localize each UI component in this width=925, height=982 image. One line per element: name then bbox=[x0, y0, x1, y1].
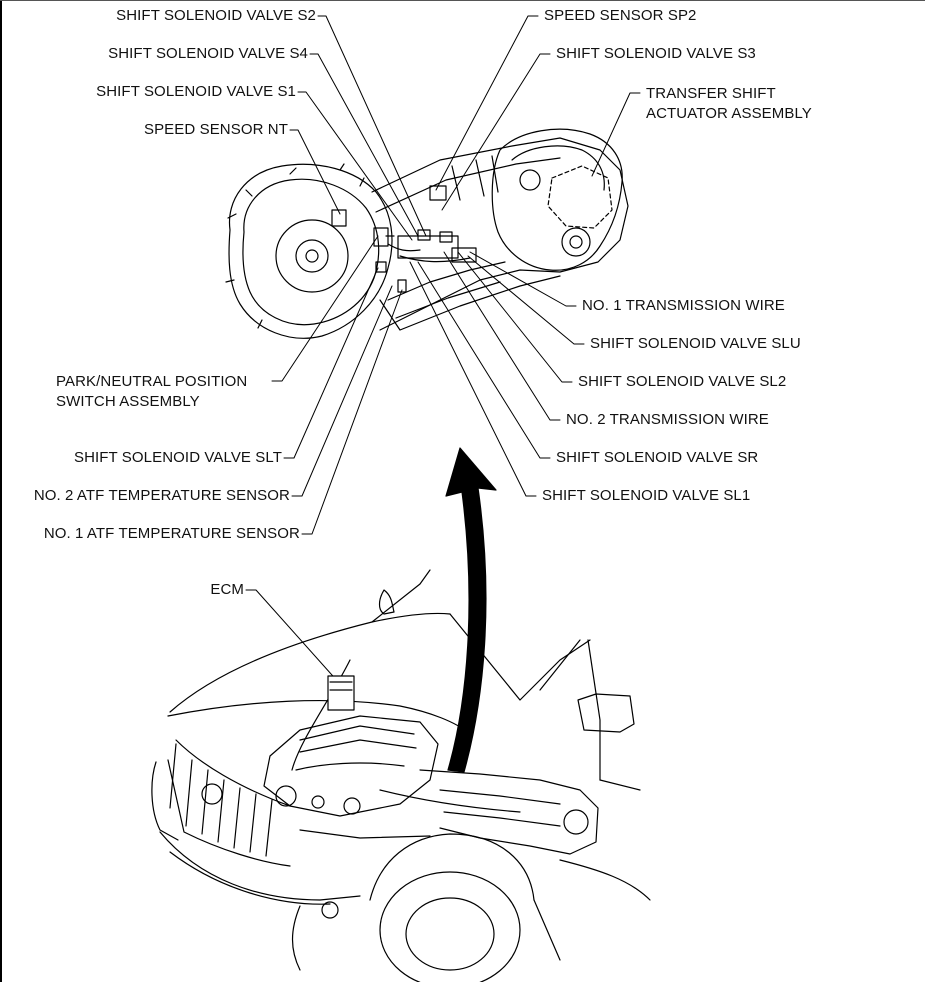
arrow bbox=[445, 447, 497, 773]
label-shift-solenoid-valve-slu: SHIFT SOLENOID VALVE SLU bbox=[590, 335, 801, 352]
label-transfer-shift-actuator-assembly: TRANSFER SHIFT ACTUATOR ASSEMBLY bbox=[646, 84, 812, 124]
left-border bbox=[0, 0, 2, 982]
label-shift-solenoid-valve-s2: SHIFT SOLENOID VALVE S2 bbox=[116, 7, 316, 24]
label-speed-sensor-nt: SPEED SENSOR NT bbox=[143, 121, 288, 138]
leader-lines bbox=[245, 15, 641, 685]
transmission-assembly-drawing bbox=[225, 128, 629, 339]
top-border bbox=[0, 0, 925, 1]
vehicle-drawing bbox=[151, 569, 651, 982]
label-shift-solenoid-valve-sr: SHIFT SOLENOID VALVE SR bbox=[556, 449, 759, 466]
label-ecm: ECM bbox=[210, 581, 244, 598]
label-shift-solenoid-valve-s3: SHIFT SOLENOID VALVE S3 bbox=[556, 45, 756, 62]
label-shift-solenoid-valve-sl1: SHIFT SOLENOID VALVE SL1 bbox=[542, 487, 751, 504]
label-no2-atf-temperature-sensor: NO. 2 ATF TEMPERATURE SENSOR bbox=[33, 487, 290, 504]
label-shift-solenoid-valve-sl2: SHIFT SOLENOID VALVE SL2 bbox=[578, 373, 787, 390]
label-transfer-shift-line1: TRANSFER SHIFT bbox=[646, 85, 776, 102]
label-shift-solenoid-valve-s1: SHIFT SOLENOID VALVE S1 bbox=[96, 83, 296, 100]
label-speed-sensor-sp2: SPEED SENSOR SP2 bbox=[544, 7, 697, 24]
label-park-neutral-line2: SWITCH ASSEMBLY bbox=[56, 393, 200, 410]
label-transfer-shift-line2: ACTUATOR ASSEMBLY bbox=[646, 105, 812, 122]
label-park-neutral-line1: PARK/NEUTRAL POSITION bbox=[56, 373, 248, 390]
label-no2-transmission-wire: NO. 2 TRANSMISSION WIRE bbox=[566, 411, 769, 428]
label-park-neutral-position-switch: PARK/NEUTRAL POSITION SWITCH ASSEMBLY bbox=[56, 372, 247, 412]
label-shift-solenoid-valve-s4: SHIFT SOLENOID VALVE S4 bbox=[108, 45, 308, 62]
label-no1-transmission-wire: NO. 1 TRANSMISSION WIRE bbox=[582, 297, 785, 314]
label-shift-solenoid-valve-slt: SHIFT SOLENOID VALVE SLT bbox=[73, 449, 282, 466]
label-no1-atf-temperature-sensor: NO. 1 ATF TEMPERATURE SENSOR bbox=[43, 525, 300, 542]
